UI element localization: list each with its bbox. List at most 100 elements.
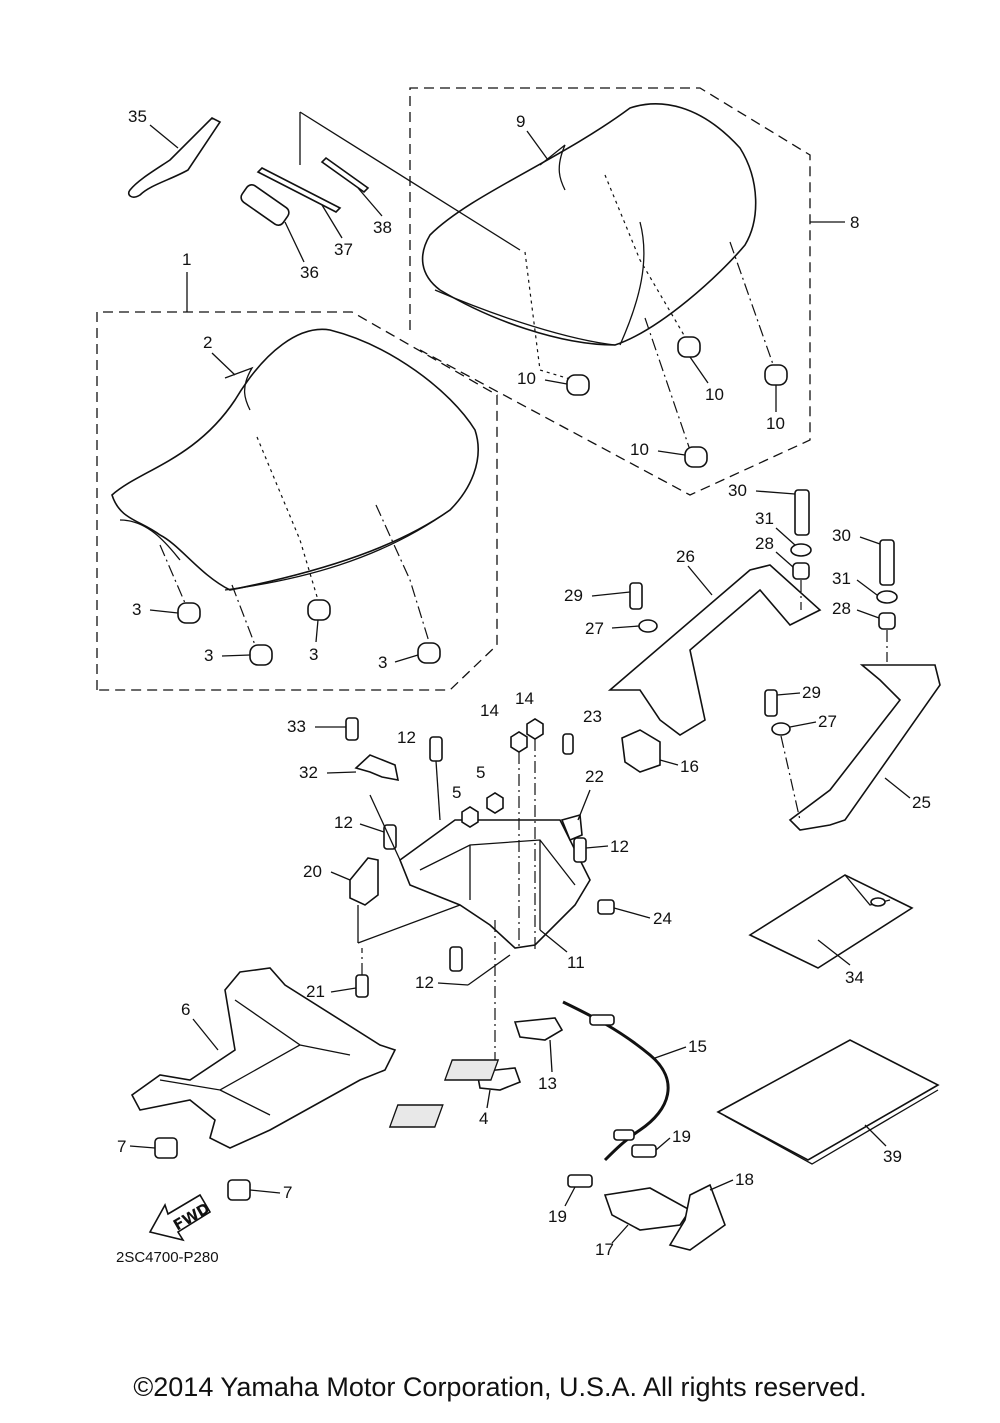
bolt-12-d[interactable] xyxy=(449,946,463,972)
callout-12-c: 12 xyxy=(610,837,629,856)
callout-3-c: 3 xyxy=(309,645,318,664)
callout-9: 9 xyxy=(516,112,525,131)
documents-group: 34 39 xyxy=(388,874,940,1166)
washer-right[interactable] xyxy=(876,590,898,604)
callout-28-a: 28 xyxy=(755,534,774,553)
spanner-wrench[interactable] xyxy=(127,117,222,198)
callout-38: 38 xyxy=(373,218,392,237)
cable-end-fitting[interactable] xyxy=(589,1014,615,1026)
nut-5-b[interactable] xyxy=(486,792,504,814)
front-seat-damper-4[interactable] xyxy=(417,642,441,664)
callout-39: 39 xyxy=(883,1147,902,1166)
bolt-21[interactable] xyxy=(355,974,369,998)
callout-23: 23 xyxy=(583,707,602,726)
front-seat-damper-1[interactable] xyxy=(177,602,201,624)
grab-bar-right[interactable] xyxy=(788,664,941,831)
callout-21: 21 xyxy=(306,982,325,1001)
callout-35: 35 xyxy=(128,107,147,126)
nut-5-a[interactable] xyxy=(461,806,479,828)
callout-14-b: 14 xyxy=(515,689,534,708)
callout-17: 17 xyxy=(595,1240,614,1259)
lock-bracket-18[interactable] xyxy=(668,1183,726,1251)
callout-37: 37 xyxy=(334,240,353,259)
callout-28-b: 28 xyxy=(832,599,851,618)
callout-10-a: 10 xyxy=(517,369,536,388)
callout-6: 6 xyxy=(181,1000,190,1019)
seat-lock-hook-13[interactable] xyxy=(513,1017,564,1041)
grab-bar-screw-right[interactable] xyxy=(764,689,778,717)
grab-bar-washer-right[interactable] xyxy=(771,722,791,736)
grab-bar-screw-left[interactable] xyxy=(629,582,643,610)
callout-5-a: 5 xyxy=(452,783,461,802)
callout-14-a: 14 xyxy=(480,701,499,720)
washer-left[interactable] xyxy=(790,543,812,557)
callout-30-b: 30 xyxy=(832,526,851,545)
callout-31-b: 31 xyxy=(832,569,851,588)
bolt-19-a[interactable] xyxy=(631,1144,657,1158)
seat-lock-assembly[interactable] xyxy=(603,1187,692,1231)
callout-31-a: 31 xyxy=(755,509,774,528)
collar-left[interactable] xyxy=(792,562,810,580)
damper-7-a[interactable] xyxy=(154,1137,178,1159)
nut-14-b[interactable] xyxy=(526,718,544,740)
callout-25: 25 xyxy=(912,793,931,812)
bolt-33[interactable] xyxy=(345,717,359,741)
callout-12-a: 12 xyxy=(397,728,416,747)
rear-seat-cushion[interactable] xyxy=(421,103,757,346)
rear-seat-damper-3[interactable] xyxy=(764,364,788,386)
callout-30-a: 30 xyxy=(728,481,747,500)
bolt-12-c[interactable] xyxy=(573,837,587,863)
nut-14-a[interactable] xyxy=(510,731,528,753)
rear-seat-damper-1[interactable] xyxy=(566,374,590,396)
callout-12-b: 12 xyxy=(334,813,353,832)
front-seat-assembly-group: 1 2 3 3 3 3 xyxy=(96,250,498,691)
grab-bar-washer-left[interactable] xyxy=(638,619,658,633)
forward-direction-arrow: FWD xyxy=(148,1193,213,1242)
rear-seat-assembly-group: 9 8 10 10 10 10 xyxy=(409,87,859,496)
damper-block-16[interactable] xyxy=(621,729,661,773)
seat-base-frame[interactable] xyxy=(130,967,397,1149)
callout-10-c: 10 xyxy=(766,414,785,433)
callout-27-a: 27 xyxy=(585,619,604,638)
callout-29-a: 29 xyxy=(564,586,583,605)
grab-bar-bolt-right[interactable] xyxy=(879,539,895,586)
grab-bar-group: 26 25 30 30 31 31 28 28 29 29 xyxy=(564,481,941,831)
damper-24[interactable] xyxy=(597,899,615,915)
bracket-20[interactable] xyxy=(349,857,379,906)
grab-bar-bolt-left[interactable] xyxy=(794,489,810,536)
clip-22[interactable] xyxy=(560,813,583,842)
hex-wrench[interactable] xyxy=(320,156,370,194)
clamp-32[interactable] xyxy=(354,754,400,782)
tool-handle[interactable] xyxy=(239,182,291,227)
callout-33: 33 xyxy=(287,717,306,736)
callout-4: 4 xyxy=(479,1109,488,1128)
callout-36: 36 xyxy=(300,263,319,282)
cable-lower-fitting[interactable] xyxy=(613,1129,635,1141)
bolt-12-a[interactable] xyxy=(429,736,443,762)
front-seat-damper-2[interactable] xyxy=(249,644,273,666)
front-seat-damper-3[interactable] xyxy=(307,599,331,621)
screwdriver[interactable] xyxy=(256,167,342,213)
rear-seat-damper-4[interactable] xyxy=(684,446,708,468)
damper-7-b[interactable] xyxy=(227,1179,251,1201)
callout-15: 15 xyxy=(688,1037,707,1056)
owners-manual[interactable] xyxy=(716,1039,940,1161)
callout-1: 1 xyxy=(182,250,191,269)
callout-8: 8 xyxy=(850,213,859,232)
tool-kit-group: 35 36 37 38 xyxy=(127,107,521,282)
callout-3-d: 3 xyxy=(378,653,387,672)
grab-bar-left[interactable] xyxy=(607,564,822,736)
bolt-19-b[interactable] xyxy=(567,1174,593,1188)
callout-12-d: 12 xyxy=(415,973,434,992)
callout-29-b: 29 xyxy=(802,683,821,702)
callout-5-b: 5 xyxy=(476,763,485,782)
callout-7-a: 7 xyxy=(117,1137,126,1156)
collar-right[interactable] xyxy=(878,612,896,630)
callout-22: 22 xyxy=(585,767,604,786)
callout-2: 2 xyxy=(203,333,212,352)
screw-23[interactable] xyxy=(562,733,574,755)
front-seat-cushion[interactable] xyxy=(111,328,479,591)
rear-seat-damper-2[interactable] xyxy=(677,336,701,358)
document-pouch[interactable] xyxy=(748,874,914,969)
